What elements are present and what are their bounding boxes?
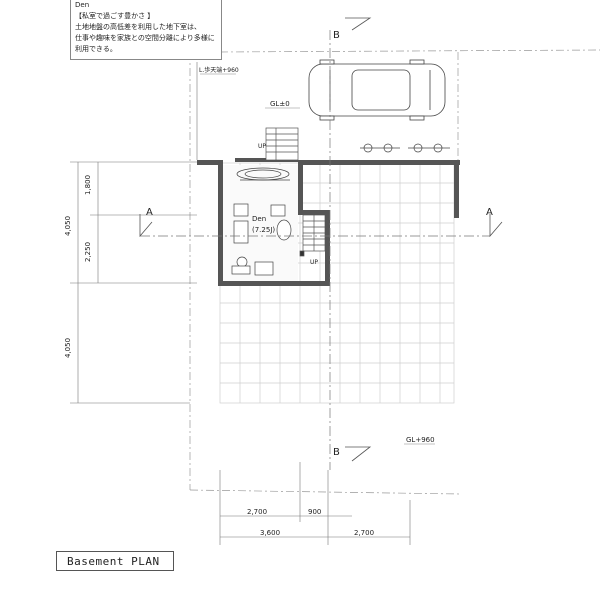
section-a-left: A	[146, 207, 153, 218]
site-boundary	[189, 49, 600, 495]
note-line-2: 仕事や趣味を家族との空間分離により多様に	[75, 34, 215, 42]
dim-bottom-2700: 2,700	[247, 508, 267, 516]
plan-caption: Basement PLAN	[56, 551, 174, 571]
bottom-dimensions	[219, 462, 411, 545]
stair-up-top-label: UP	[258, 143, 266, 150]
retaining-wall	[197, 160, 460, 218]
dim-bottom-2700-right: 2,700	[354, 529, 374, 537]
room-area: (7.25J)	[252, 226, 275, 234]
left-dimensions	[70, 161, 197, 404]
room-name: Den	[252, 215, 266, 223]
gl-960-label: GL+960	[406, 436, 435, 444]
den-stair	[299, 214, 326, 257]
note-line-3: 利用できる。	[75, 45, 117, 53]
design-note: Den 【私室で過ごす豊かさ 】 土地地盤の高低差を利用した地下室は、 仕事や趣…	[70, 0, 222, 60]
section-a-right: A	[486, 207, 493, 218]
upper-stair	[265, 127, 299, 161]
dim-bottom-900: 900	[308, 508, 321, 516]
note-line-1: 土地地盤の高低差を利用した地下室は、	[75, 23, 201, 31]
road-level-label: L.歩天端+960	[199, 66, 239, 74]
gl-zero-label: GL±0	[270, 100, 290, 108]
note-room: Den	[75, 1, 90, 9]
car	[308, 59, 446, 121]
section-b-top: B	[333, 30, 340, 41]
section-arrows	[139, 17, 503, 462]
bicycles	[360, 143, 450, 153]
dim-left-1800: 1,800	[84, 175, 92, 195]
section-b-bottom: B	[333, 447, 340, 458]
dim-left-4050-lower: 4,050	[64, 338, 72, 358]
stair-up-label: UP	[310, 259, 318, 266]
note-heading: 【私室で過ごす豊かさ 】	[75, 12, 155, 20]
entry-mat	[236, 167, 290, 181]
dim-left-4050-upper: 4,050	[64, 216, 72, 236]
section-lines	[140, 30, 490, 470]
dim-bottom-3600: 3,600	[260, 529, 280, 537]
level-marker-frames	[200, 73, 435, 445]
den-furniture	[231, 203, 292, 276]
dim-left-2250: 2,250	[84, 242, 92, 262]
